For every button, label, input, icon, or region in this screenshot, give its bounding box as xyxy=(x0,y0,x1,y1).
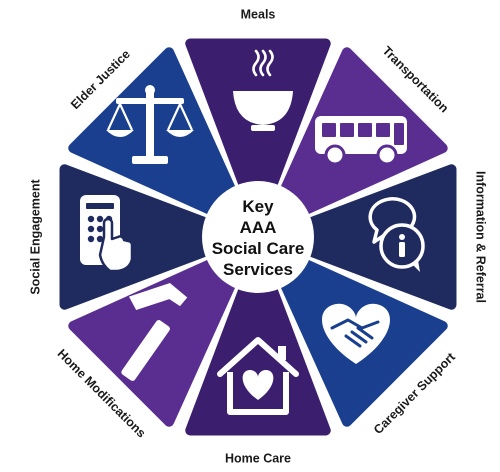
center-line-3: Social Care xyxy=(212,239,305,258)
center-hub xyxy=(202,181,314,293)
hammer-icon xyxy=(121,282,188,381)
heart-handshake-icon xyxy=(322,303,390,364)
label-home-care: Home Care xyxy=(225,451,291,465)
label-social-engagement: Social Engagement xyxy=(28,179,42,295)
bus-icon xyxy=(315,116,407,166)
info-chat-icon xyxy=(368,197,425,272)
house-heart-icon xyxy=(217,337,299,415)
center-line-1: Key xyxy=(242,197,274,216)
label-information-and-referral: Information & Referral xyxy=(474,171,488,303)
tablet-touch-icon xyxy=(80,195,134,273)
soup-bowl-icon xyxy=(233,49,293,131)
center-line-4: Services xyxy=(223,260,293,279)
scales-of-justice-icon xyxy=(106,85,194,164)
center-line-2: AAA xyxy=(240,218,277,237)
label-meals: Meals xyxy=(241,7,276,21)
